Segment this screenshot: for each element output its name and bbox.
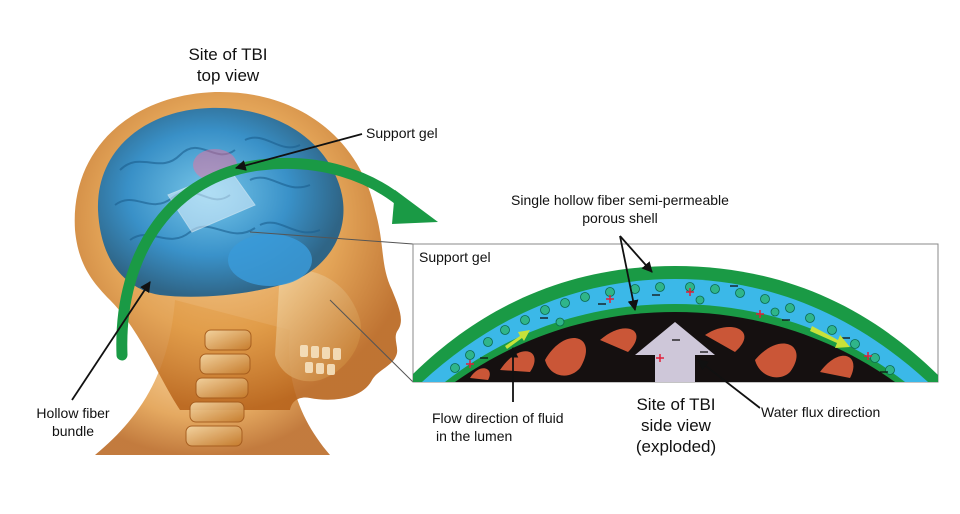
flow-direction-label-line2: in the lumen [436,428,513,444]
shell-pointer-inner [619,235,639,312]
support-gel-top-label: Support gel [366,125,438,141]
water-flux-label: Water flux direction [761,404,881,420]
top-view-title: Site of TBI top view [158,44,298,86]
top-view-title-line2: top view [196,66,260,85]
side-view-title-line1: Site of TBI [636,395,716,414]
support-gel-pointer [234,133,363,171]
hollow-fiber-pointer [71,281,151,401]
support-gel-box-label: Support gel [419,249,491,265]
hollow-fiber-label-line2: bundle [51,423,95,439]
side-view-title-line3: (exploded) [635,437,717,456]
hollow-fiber-label-line1: Hollow fiber [36,405,110,421]
zoom-connector-lines [249,231,414,383]
water-flux-pointer [697,359,761,409]
shell-label-line2: porous shell [582,210,658,226]
hollow-fiber-label: Hollow fiber bundle [18,404,128,440]
flow-direction-label-line1: Flow direction of fluid [432,410,564,426]
side-view-title-line2: side view [641,416,711,435]
side-view-title: Site of TBI side view (exploded) [606,394,746,457]
annotation-arrows [71,133,761,409]
shell-label: Single hollow fiber semi-permeable porou… [470,191,770,227]
top-view-title-line1: Site of TBI [188,45,268,64]
shell-label-line1: Single hollow fiber semi-permeable [511,192,729,208]
shell-pointer-outer [619,235,653,273]
head-illustration [74,91,401,455]
cross-section-panel [412,243,939,383]
flow-direction-label: Flow direction of fluid in the lumen [432,409,564,445]
